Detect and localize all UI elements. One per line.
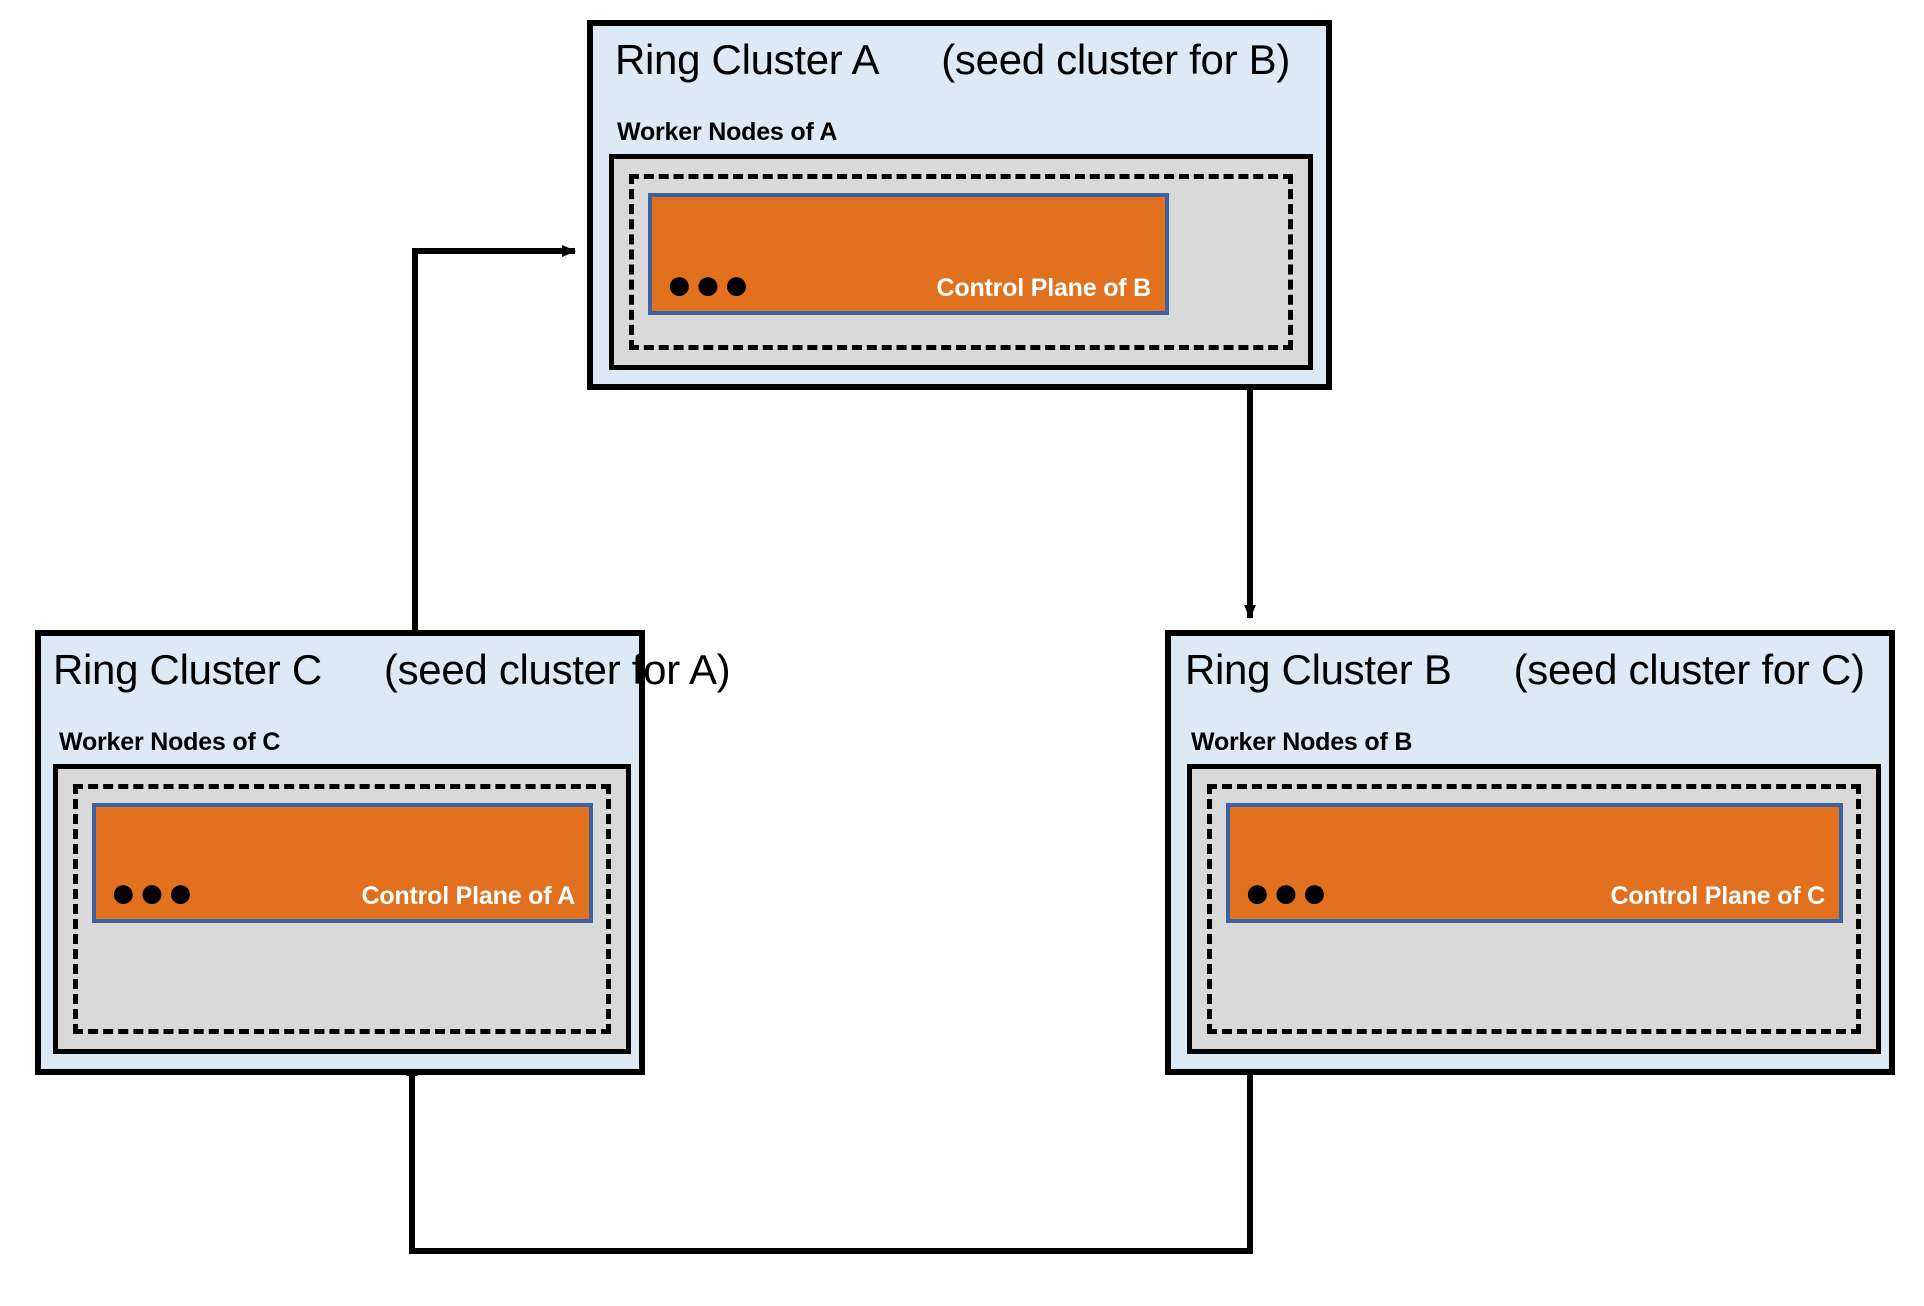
cluster-a-node-ellipsis: ●●● — [666, 260, 752, 309]
cluster-c-worker-label: Worker Nodes of C — [59, 728, 281, 756]
cluster-b-title-text: Ring Cluster B — [1185, 646, 1452, 693]
cluster-a-control-plane-box[interactable]: ●●● Control Plane of B — [648, 193, 1169, 315]
cluster-b-worker-label: Worker Nodes of B — [1191, 728, 1413, 756]
connector-b-to-c — [406, 1062, 1253, 1254]
cluster-a-seed-note: (seed cluster for B) — [941, 36, 1291, 83]
cluster-a-worker-label: Worker Nodes of A — [617, 118, 838, 146]
cluster-c[interactable]: Ring Cluster C (seed cluster for A) Worke… — [35, 630, 731, 1075]
cluster-b-control-plane-label: Control Plane of C — [1610, 882, 1826, 910]
cluster-a-worker-nodes-box[interactable]: ●●● Control Plane of B — [609, 154, 1313, 370]
cluster-b-node-group-dashed: ●●● Control Plane of C — [1207, 784, 1861, 1034]
cluster-a[interactable]: Ring Cluster A (seed cluster for B) Worke… — [587, 20, 1332, 390]
cluster-c-seed-note: (seed cluster for A) — [383, 646, 731, 693]
cluster-b-worker-nodes-box[interactable]: ●●● Control Plane of C — [1187, 764, 1881, 1054]
cluster-c-node-group-dashed: ●●● Control Plane of A — [73, 784, 611, 1034]
cluster-b-control-plane-box[interactable]: ●●● Control Plane of C — [1226, 803, 1843, 923]
cluster-c-title-text: Ring Cluster C — [53, 646, 322, 693]
cluster-b-seed-note: (seed cluster for C) — [1513, 646, 1865, 693]
cluster-b-node-ellipsis: ●●● — [1244, 868, 1330, 917]
cluster-c-control-plane-box[interactable]: ●●● Control Plane of A — [92, 803, 593, 923]
cluster-c-control-plane-label: Control Plane of A — [361, 882, 575, 910]
cluster-b-title: Ring Cluster B (seed cluster for C) — [1185, 646, 1865, 694]
connector-c-to-a — [412, 245, 576, 630]
cluster-a-title: Ring Cluster A (seed cluster for B) — [615, 36, 1290, 84]
cluster-c-worker-nodes-box[interactable]: ●●● Control Plane of A — [53, 764, 631, 1054]
cluster-a-title-text: Ring Cluster A — [615, 36, 880, 83]
cluster-c-node-ellipsis: ●●● — [110, 868, 196, 917]
cluster-b[interactable]: Ring Cluster B (seed cluster for C) Worke… — [1165, 630, 1895, 1075]
cluster-a-node-group-dashed: ●●● Control Plane of B — [629, 174, 1293, 350]
cluster-a-control-plane-label: Control Plane of B — [936, 274, 1152, 302]
cluster-c-title: Ring Cluster C (seed cluster for A) — [53, 646, 731, 694]
